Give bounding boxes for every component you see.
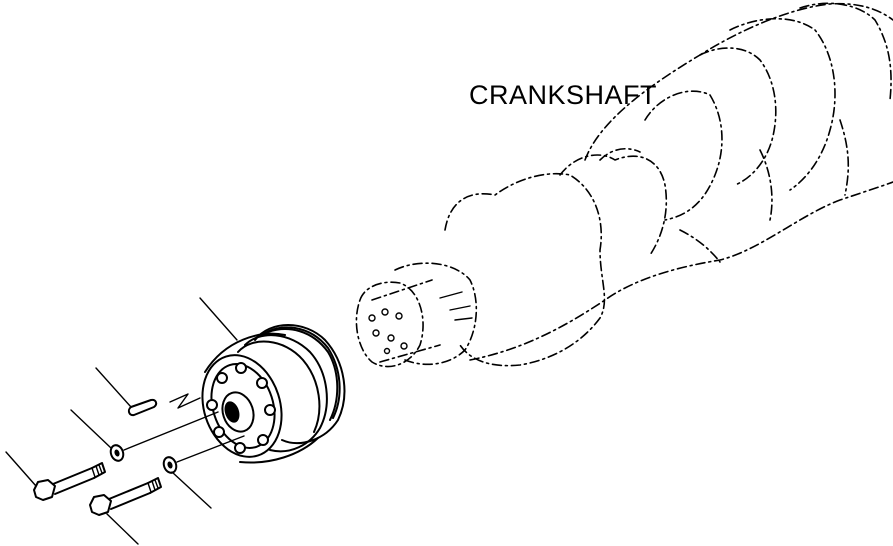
washer-upper: [70, 409, 219, 462]
crankshaft-label: CRANKSHAFT: [469, 80, 658, 110]
bolt-upper: [5, 451, 106, 501]
bolt-lower: [89, 477, 162, 545]
washer-lower: [162, 435, 245, 509]
dowel-pin: [95, 367, 201, 417]
crankshaft-outline: [355, 2, 893, 368]
crank-pulley: [199, 297, 346, 464]
